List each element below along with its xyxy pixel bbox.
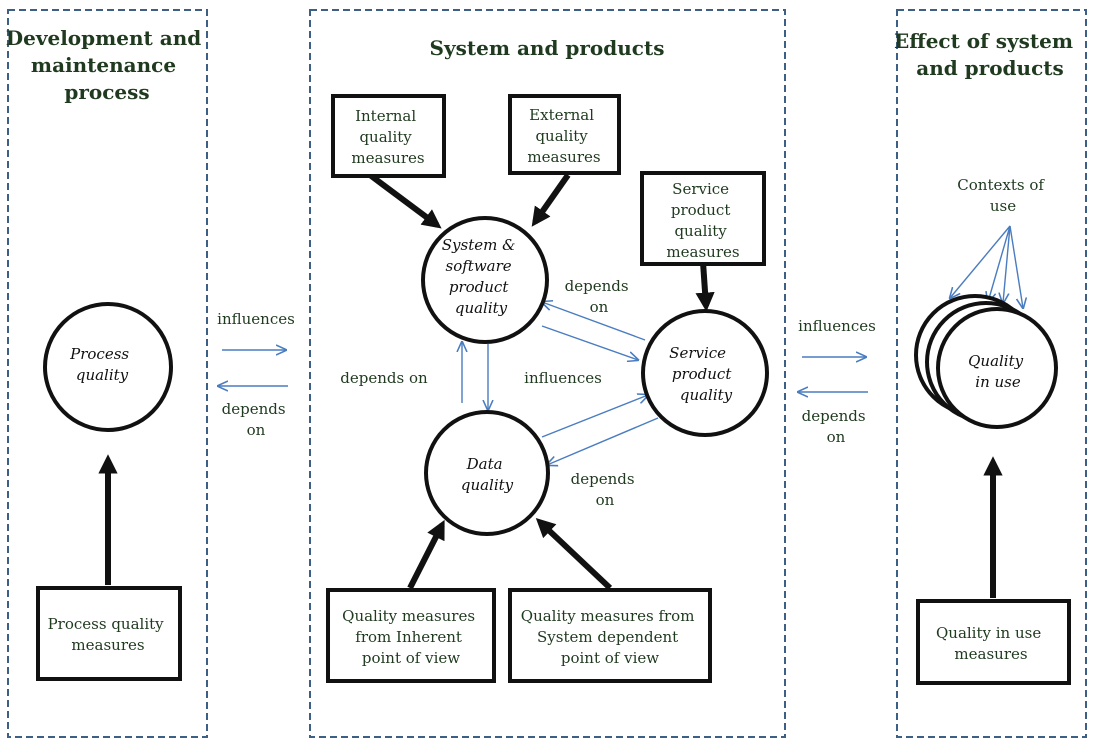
depends-service-system-label: depends on xyxy=(565,277,634,316)
process-measures-label: Process quality measures xyxy=(48,615,169,654)
process-measures-box xyxy=(36,586,182,681)
right-panel-title: Effect of system and products xyxy=(894,29,1080,80)
contexts-of-use-label: Contexts of use xyxy=(957,176,1048,215)
data-to-service-arrow xyxy=(541,395,648,438)
influences-middle-label: influences xyxy=(524,369,602,387)
quality-in-use-measures-box xyxy=(916,599,1071,685)
quality-in-use-circle xyxy=(936,307,1058,429)
service-to-system-arrow xyxy=(542,302,646,341)
inherent-measures-arrow xyxy=(407,519,445,590)
service-measures-box xyxy=(640,171,766,266)
left-panel-title: Development and maintenance process xyxy=(6,26,208,104)
context-arrow-2 xyxy=(988,225,1011,302)
depends-system-data-label: depends on xyxy=(340,369,428,387)
internal-measures-box xyxy=(331,94,446,178)
service-to-data-arrow xyxy=(547,417,659,465)
context-arrow-4 xyxy=(1009,225,1023,308)
system-software-quality-circle xyxy=(421,216,549,344)
process-quality-circle xyxy=(43,302,173,432)
service-quality-label: Service product quality xyxy=(669,344,736,404)
system-dependent-measures-label: Quality measures from System dependent p… xyxy=(521,607,699,667)
inherent-measures-box xyxy=(326,588,496,683)
influences-left-label: influences xyxy=(217,310,295,328)
external-measures-box xyxy=(508,94,621,175)
internal-measures-arrow xyxy=(368,172,442,229)
system-to-service-arrow xyxy=(541,325,638,360)
system-dependent-measures-arrow xyxy=(535,518,613,591)
service-measures-label: Service product quality measures xyxy=(666,180,739,261)
data-quality-circle xyxy=(424,410,550,536)
external-measures-label: External quality measures xyxy=(527,106,600,166)
quality-in-use-measures-label: Quality in use measures xyxy=(936,624,1046,663)
depends-left-label: depends on xyxy=(222,400,291,439)
service-measures-arrow xyxy=(695,261,715,312)
depends-right-label: depends on xyxy=(802,407,871,446)
external-measures-arrow xyxy=(531,173,571,227)
data-quality-label: Data quality xyxy=(461,455,514,494)
middle-panel xyxy=(309,9,786,738)
middle-panel-title: System and products xyxy=(430,36,665,60)
system-dependent-measures-box xyxy=(508,588,712,683)
system-software-quality-label: System & software product quality xyxy=(442,236,520,317)
context-arrow-1 xyxy=(950,225,1011,298)
process-quality-label: Process quality xyxy=(69,345,134,384)
quality-in-use-label: Quality in use xyxy=(968,352,1028,391)
right-panel xyxy=(896,9,1087,738)
internal-measures-label: Internal quality measures xyxy=(351,107,424,167)
service-quality-circle xyxy=(641,309,769,437)
context-arrow-3 xyxy=(1003,225,1011,303)
inherent-measures-label: Quality measures from Inherent point of … xyxy=(342,607,480,667)
left-panel xyxy=(7,9,208,738)
influences-right-label: influences xyxy=(798,317,876,335)
depends-service-data-label: depends on xyxy=(571,470,640,509)
